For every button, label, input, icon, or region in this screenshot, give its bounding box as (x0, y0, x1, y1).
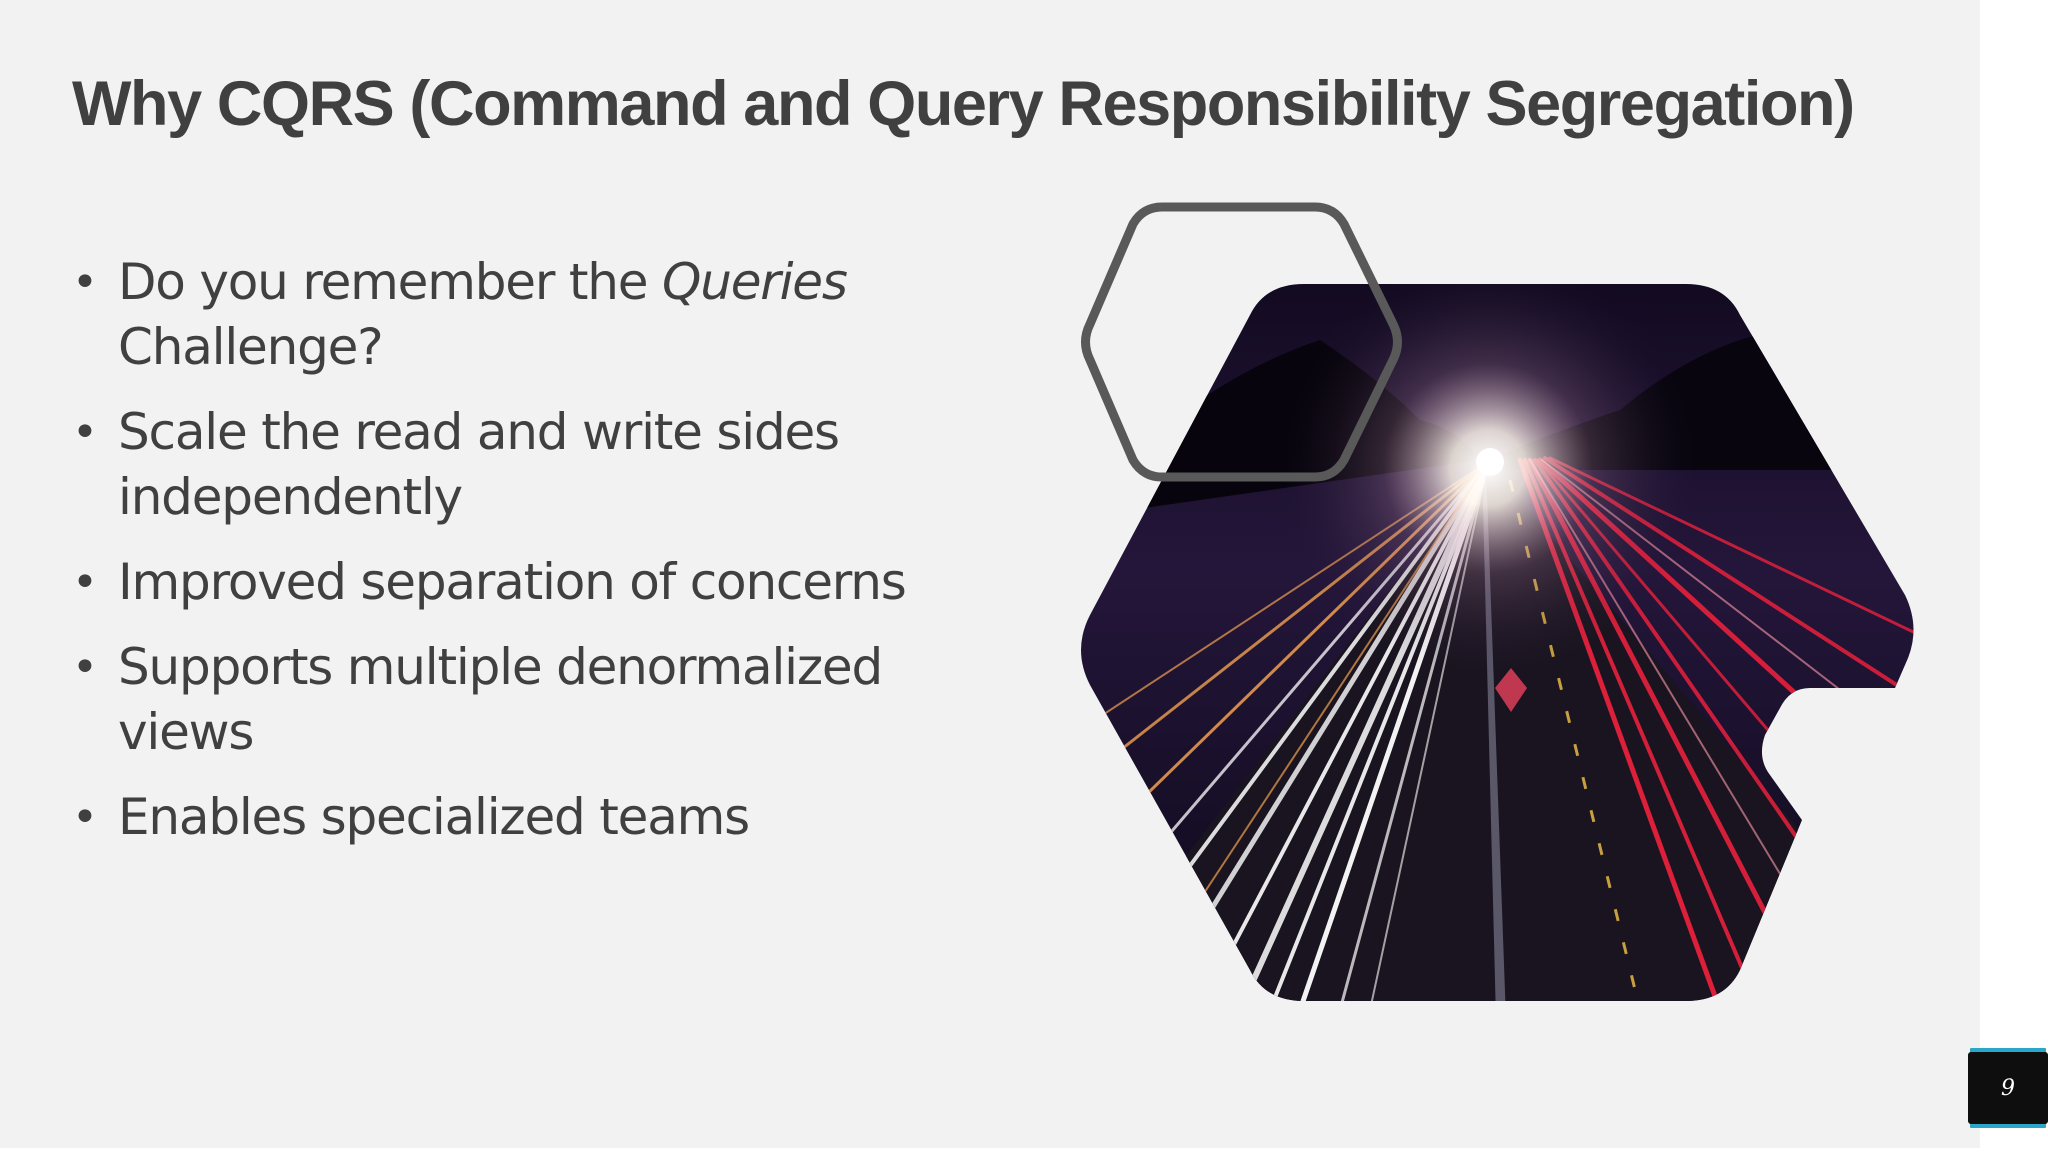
highway-hexagon-image (1081, 202, 1914, 1001)
slide-number-badge: 9 (1968, 1052, 2048, 1124)
bullet-list: • Do you remember the Queries Challenge?… (72, 250, 972, 870)
window-margin (1980, 0, 2048, 1152)
window-margin-bottom (0, 1148, 2048, 1152)
bullet-item: • Improved separation of concerns (72, 550, 972, 615)
bullet-emphasis: Queries (662, 253, 848, 311)
slide-number: 9 (2001, 1075, 2015, 1101)
bullet-item: • Supports multiple denormalized views (72, 635, 972, 765)
photo-clip-group (1081, 284, 1914, 1001)
bullet-text: Enables specialized teams (118, 788, 750, 846)
slide-title: Why CQRS (Command and Query Responsibili… (72, 69, 1855, 139)
bullet-icon: • (72, 257, 98, 308)
bullet-icon: • (72, 792, 98, 843)
bullet-text: Supports multiple denormalized views (118, 638, 883, 761)
bullet-item: • Enables specialized teams (72, 785, 972, 850)
lane-markers (1508, 479, 1642, 1001)
road-surface (1081, 462, 1914, 1001)
bullet-icon: • (72, 642, 98, 693)
headlight-core (1476, 448, 1504, 476)
bullet-text: Do you remember the Queries Challenge? (118, 253, 848, 376)
bullet-text: Improved separation of concerns (118, 553, 907, 611)
bullet-text-part: Challenge? (118, 318, 384, 376)
bullet-icon: • (72, 407, 98, 458)
bullet-item: • Scale the read and write sides indepen… (72, 400, 972, 530)
bullet-text: Scale the read and write sides independe… (118, 403, 840, 526)
bullet-item: • Do you remember the Queries Challenge? (72, 250, 972, 380)
hexagon-outline-icon (1081, 202, 1402, 482)
road-sign (1495, 668, 1527, 712)
slide: Why CQRS (Command and Query Responsibili… (0, 0, 1980, 1152)
bullet-text-part: Do you remember the (118, 253, 663, 311)
bullet-icon: • (72, 557, 98, 608)
